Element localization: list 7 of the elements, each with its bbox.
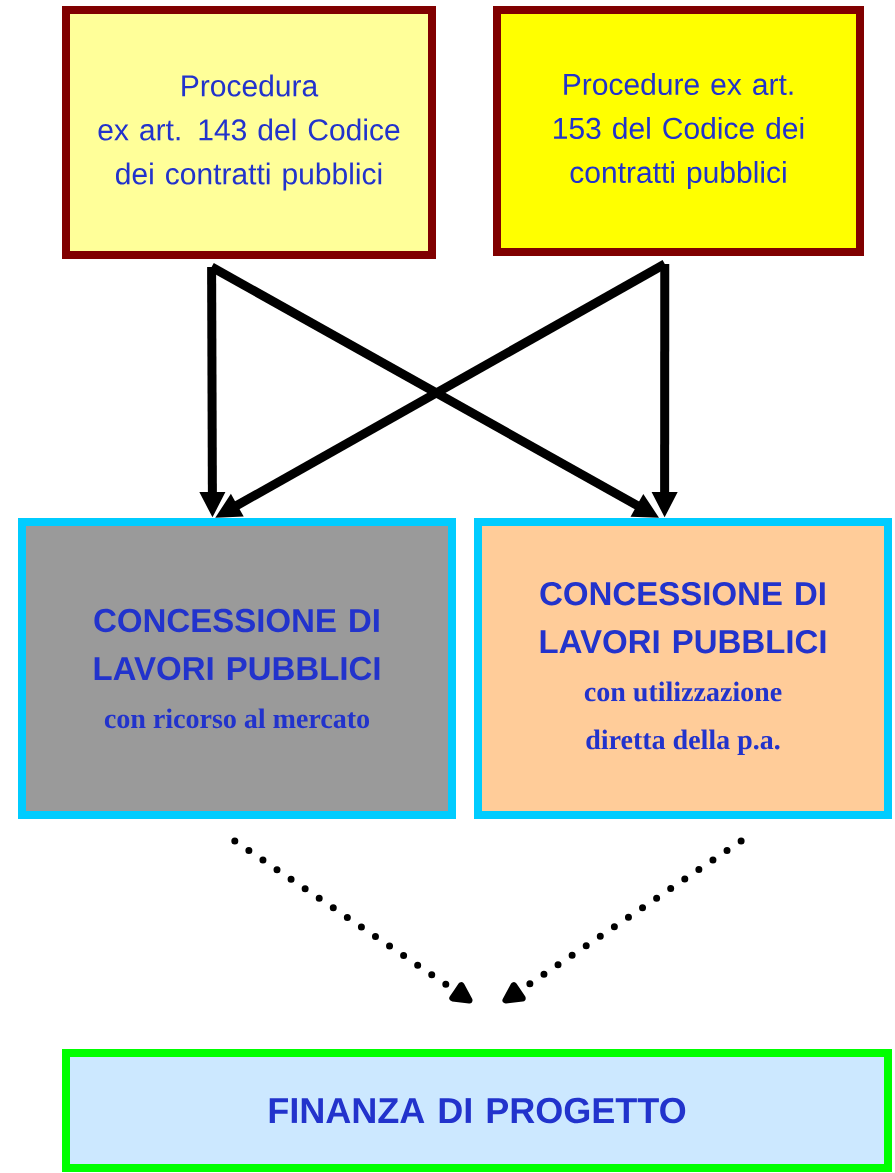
- procedure-box: Procedure ex art. 153 del Codice dei contratti pubblici: [493, 6, 864, 256]
- procedure-box: Procedura ex art. 143 del Codice dei contratti pubblici: [62, 6, 436, 259]
- result-box: FINANZA DI PROGETTO: [62, 1049, 892, 1172]
- concession-box: CONCESSIONE DI LAVORI PUBBLICI con utilizzazione diretta della p.a.: [474, 518, 892, 819]
- arrow: [502, 837, 745, 1004]
- concession-box: CONCESSIONE DI LAVORI PUBBLICI con ricorso al mercato: [18, 518, 456, 819]
- arrow: [231, 837, 473, 1004]
